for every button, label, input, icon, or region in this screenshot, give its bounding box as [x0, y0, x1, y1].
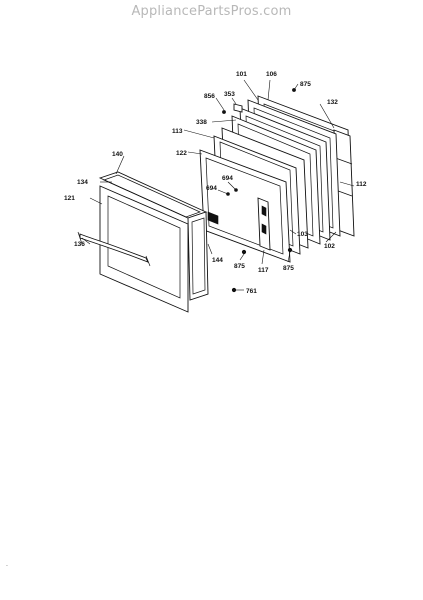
outer-door-assembly [77, 171, 219, 313]
part-label-694-upper: 694 [222, 175, 233, 182]
part-label-122: 122 [176, 150, 187, 157]
part-label-121: 121 [64, 195, 75, 202]
part-label-694-lower: 694 [206, 185, 217, 192]
part-label-875-left: 875 [234, 263, 245, 270]
part-label-106: 106 [266, 71, 277, 78]
part-label-113: 113 [172, 128, 183, 135]
part-number-labels: 101 106 875 132 856 353 338 113 122 140 … [64, 71, 367, 295]
part-label-136: 136 [74, 241, 85, 248]
part-label-132: 132 [327, 99, 338, 106]
part-label-101: 101 [236, 71, 247, 78]
part-label-761: 761 [246, 288, 257, 295]
part-label-103: 103 [297, 231, 308, 238]
part-label-102: 102 [324, 243, 335, 250]
part-label-856: 856 [204, 93, 215, 100]
part-label-140: 140 [112, 151, 123, 158]
footer-mark: . [6, 561, 8, 568]
part-label-117: 117 [258, 267, 269, 274]
part-label-875-top: 875 [300, 81, 311, 88]
part-label-134: 134 [77, 179, 88, 186]
part-label-338: 338 [196, 119, 207, 126]
leader-lines [81, 79, 355, 291]
part-label-112: 112 [356, 181, 367, 188]
site-watermark: AppliancePartsPros.com [131, 4, 292, 19]
part-label-353: 353 [224, 91, 235, 98]
part-label-875-right: 875 [283, 265, 294, 272]
part-label-144: 144 [212, 257, 223, 264]
hinge-channel [257, 197, 271, 251]
